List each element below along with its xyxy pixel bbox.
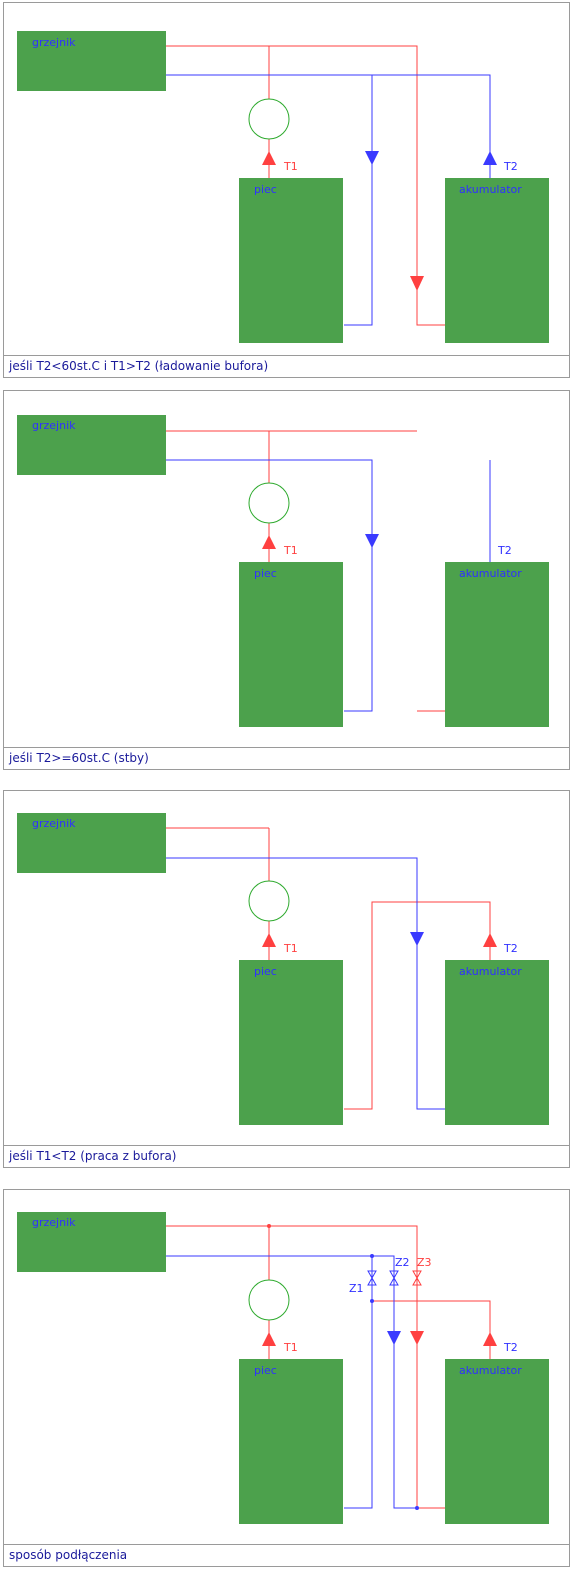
arrow-down-icon bbox=[410, 1331, 424, 1345]
boiler-box bbox=[239, 178, 343, 343]
junction-dot bbox=[415, 1506, 419, 1510]
arrow-up-icon bbox=[262, 535, 276, 549]
accumulator-label: akumulator bbox=[459, 567, 522, 580]
z2-label: Z2 bbox=[395, 1256, 410, 1269]
t2-label: T2 bbox=[503, 942, 518, 955]
pump-icon bbox=[248, 98, 290, 140]
junction-dot bbox=[370, 1254, 374, 1258]
radiator-box bbox=[17, 31, 166, 91]
cold-return-boiler-line bbox=[166, 459, 373, 712]
arrow-down-icon bbox=[410, 276, 424, 291]
boiler-label: piec bbox=[254, 1364, 277, 1377]
diagram-standby: grzejnik piec akumulator T1 T2 bbox=[17, 415, 549, 727]
radiator-label: grzejnik bbox=[32, 419, 76, 432]
cold-return-line bbox=[166, 857, 446, 1110]
cold-return-line bbox=[166, 1255, 417, 1509]
accumulator-label: akumulator bbox=[459, 965, 522, 978]
diagram-buffer-operation: grzejnik piec akumulator T1 T2 bbox=[17, 813, 549, 1125]
boiler-label: piec bbox=[254, 183, 277, 196]
pump-icon bbox=[248, 880, 290, 922]
accumulator-box bbox=[445, 1359, 549, 1524]
radiator-label: grzejnik bbox=[32, 36, 76, 49]
arrow-up-icon bbox=[483, 933, 497, 947]
diagram-charging: grzejnik piec akumulator T1 T2 bbox=[17, 31, 549, 343]
hot-accumulator-branch bbox=[372, 1300, 491, 1360]
diagram-panel-standby: grzejnik piec akumulator T1 T2 jeśli T2>… bbox=[3, 390, 570, 770]
t1-label: T1 bbox=[283, 544, 298, 557]
accumulator-box bbox=[445, 562, 549, 727]
radiator-box bbox=[17, 415, 166, 475]
accumulator-box bbox=[445, 960, 549, 1125]
diagram-panel-charging: grzejnik piec akumulator T1 T2 jeśli T2<… bbox=[3, 2, 570, 378]
z1-label: Z1 bbox=[349, 1282, 364, 1295]
t1-label: T1 bbox=[283, 160, 298, 173]
junction-dot bbox=[370, 1299, 374, 1303]
radiator-box bbox=[17, 813, 166, 873]
boiler-label: piec bbox=[254, 567, 277, 580]
hot-accumulator-loop bbox=[344, 901, 491, 1110]
arrow-down-icon bbox=[410, 932, 424, 946]
valve-z1-icon bbox=[367, 1270, 377, 1286]
t2-label: T2 bbox=[497, 544, 512, 557]
arrow-up-icon bbox=[262, 151, 276, 165]
hot-supply-line bbox=[166, 45, 446, 326]
valve-z2-icon bbox=[389, 1270, 399, 1286]
t2-label: T2 bbox=[503, 160, 518, 173]
arrow-down-icon bbox=[365, 534, 379, 548]
arrow-up-icon bbox=[262, 1332, 276, 1346]
cold-return-boiler-line bbox=[344, 1256, 373, 1509]
arrow-up-icon bbox=[483, 1332, 497, 1346]
arrow-up-icon bbox=[262, 933, 276, 947]
z3-label: Z3 bbox=[417, 1256, 432, 1269]
diagram-connection: grzejnik piec akumulator T1 T2 Z1 Z2 Z3 bbox=[17, 1212, 549, 1524]
diagram-panel-connection: grzejnik piec akumulator T1 T2 Z1 Z2 Z3 … bbox=[3, 1189, 570, 1567]
cold-return-boiler-line bbox=[344, 75, 373, 326]
boiler-box bbox=[239, 562, 343, 727]
panel-caption: jeśli T1<T2 (praca z bufora) bbox=[4, 1145, 569, 1167]
pump-icon bbox=[248, 1279, 290, 1321]
boiler-box bbox=[239, 960, 343, 1125]
boiler-label: piec bbox=[254, 965, 277, 978]
valve-z3-icon bbox=[412, 1270, 422, 1286]
arrow-down-icon bbox=[365, 151, 379, 165]
diagram-panel-buffer-operation: grzejnik piec akumulator T1 T2 jeśli T1<… bbox=[3, 790, 570, 1168]
t1-label: T1 bbox=[283, 942, 298, 955]
radiator-label: grzejnik bbox=[32, 817, 76, 830]
pump-icon bbox=[248, 482, 290, 524]
radiator-label: grzejnik bbox=[32, 1216, 76, 1229]
panel-caption: sposób podłączenia bbox=[4, 1544, 569, 1566]
junction-dot bbox=[267, 1224, 271, 1228]
t2-label: T2 bbox=[503, 1341, 518, 1354]
arrow-down-icon bbox=[387, 1331, 401, 1345]
panel-caption: jeśli T2<60st.C i T1>T2 (ładowanie bufor… bbox=[4, 355, 569, 377]
cold-return-line bbox=[166, 74, 491, 179]
accumulator-label: akumulator bbox=[459, 183, 522, 196]
t1-label: T1 bbox=[283, 1341, 298, 1354]
accumulator-box bbox=[445, 178, 549, 343]
boiler-box bbox=[239, 1359, 343, 1524]
arrow-up-icon bbox=[483, 151, 497, 165]
hot-supply-line bbox=[166, 1225, 446, 1509]
panel-caption: jeśli T2>=60st.C (stby) bbox=[4, 747, 569, 769]
accumulator-label: akumulator bbox=[459, 1364, 522, 1377]
radiator-box bbox=[17, 1212, 166, 1272]
